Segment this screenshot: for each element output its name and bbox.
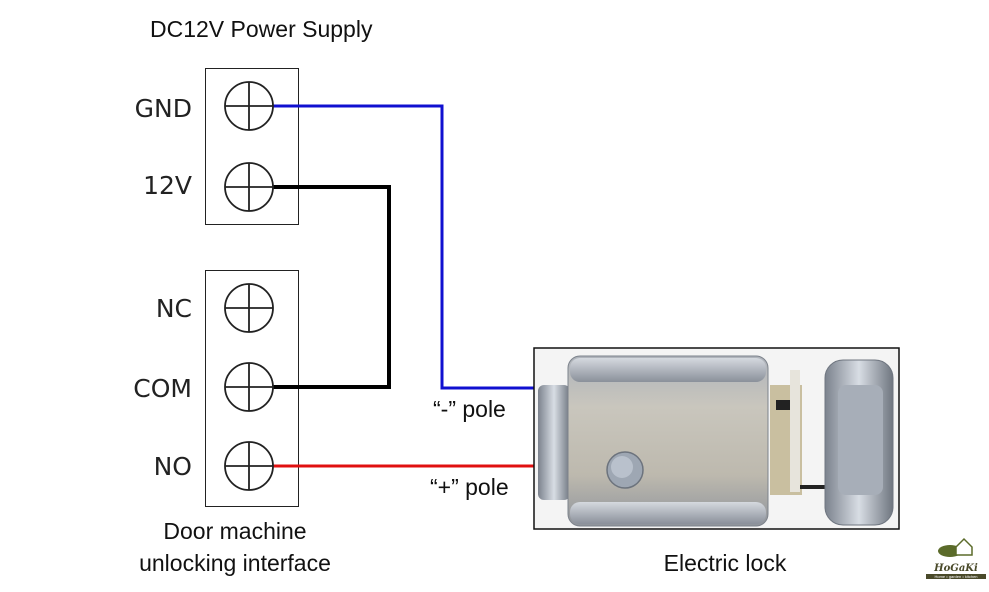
terminal-label-12v: 12V: [143, 171, 192, 200]
plus-pole-label: “+” pole: [430, 474, 509, 500]
screw-terminal-com: [224, 362, 274, 412]
screw-terminal-nc: [224, 283, 274, 333]
wire-12v-to-com: [272, 185, 391, 389]
electric-lock-caption: Electric lock: [663, 550, 787, 576]
screw-terminal-gnd: [224, 81, 274, 131]
terminal-label-nc: NC: [155, 294, 192, 323]
leaf-house-icon: [938, 537, 973, 557]
door-machine-caption-line2: unlocking interface: [139, 550, 331, 576]
screw-terminal-12v: [224, 162, 274, 212]
hogaki-logo: HoGaKi Home • garden • kitchen: [926, 535, 986, 585]
screw-terminal-no: [224, 441, 274, 491]
electric-lock-image: [533, 347, 900, 530]
logo-tagline: Home • garden • kitchen: [926, 574, 986, 579]
wire-gnd-to-minus: [272, 104, 535, 390]
minus-pole-label: “-” pole: [433, 396, 506, 422]
terminal-label-gnd: GND: [134, 94, 192, 123]
terminal-label-com: COM: [133, 374, 192, 403]
door-machine-caption-line1: Door machine: [163, 518, 307, 544]
terminal-label-no: NO: [153, 452, 192, 481]
power-supply-title: DC12V Power Supply: [150, 16, 373, 42]
logo-name: HoGaKi: [934, 563, 978, 574]
